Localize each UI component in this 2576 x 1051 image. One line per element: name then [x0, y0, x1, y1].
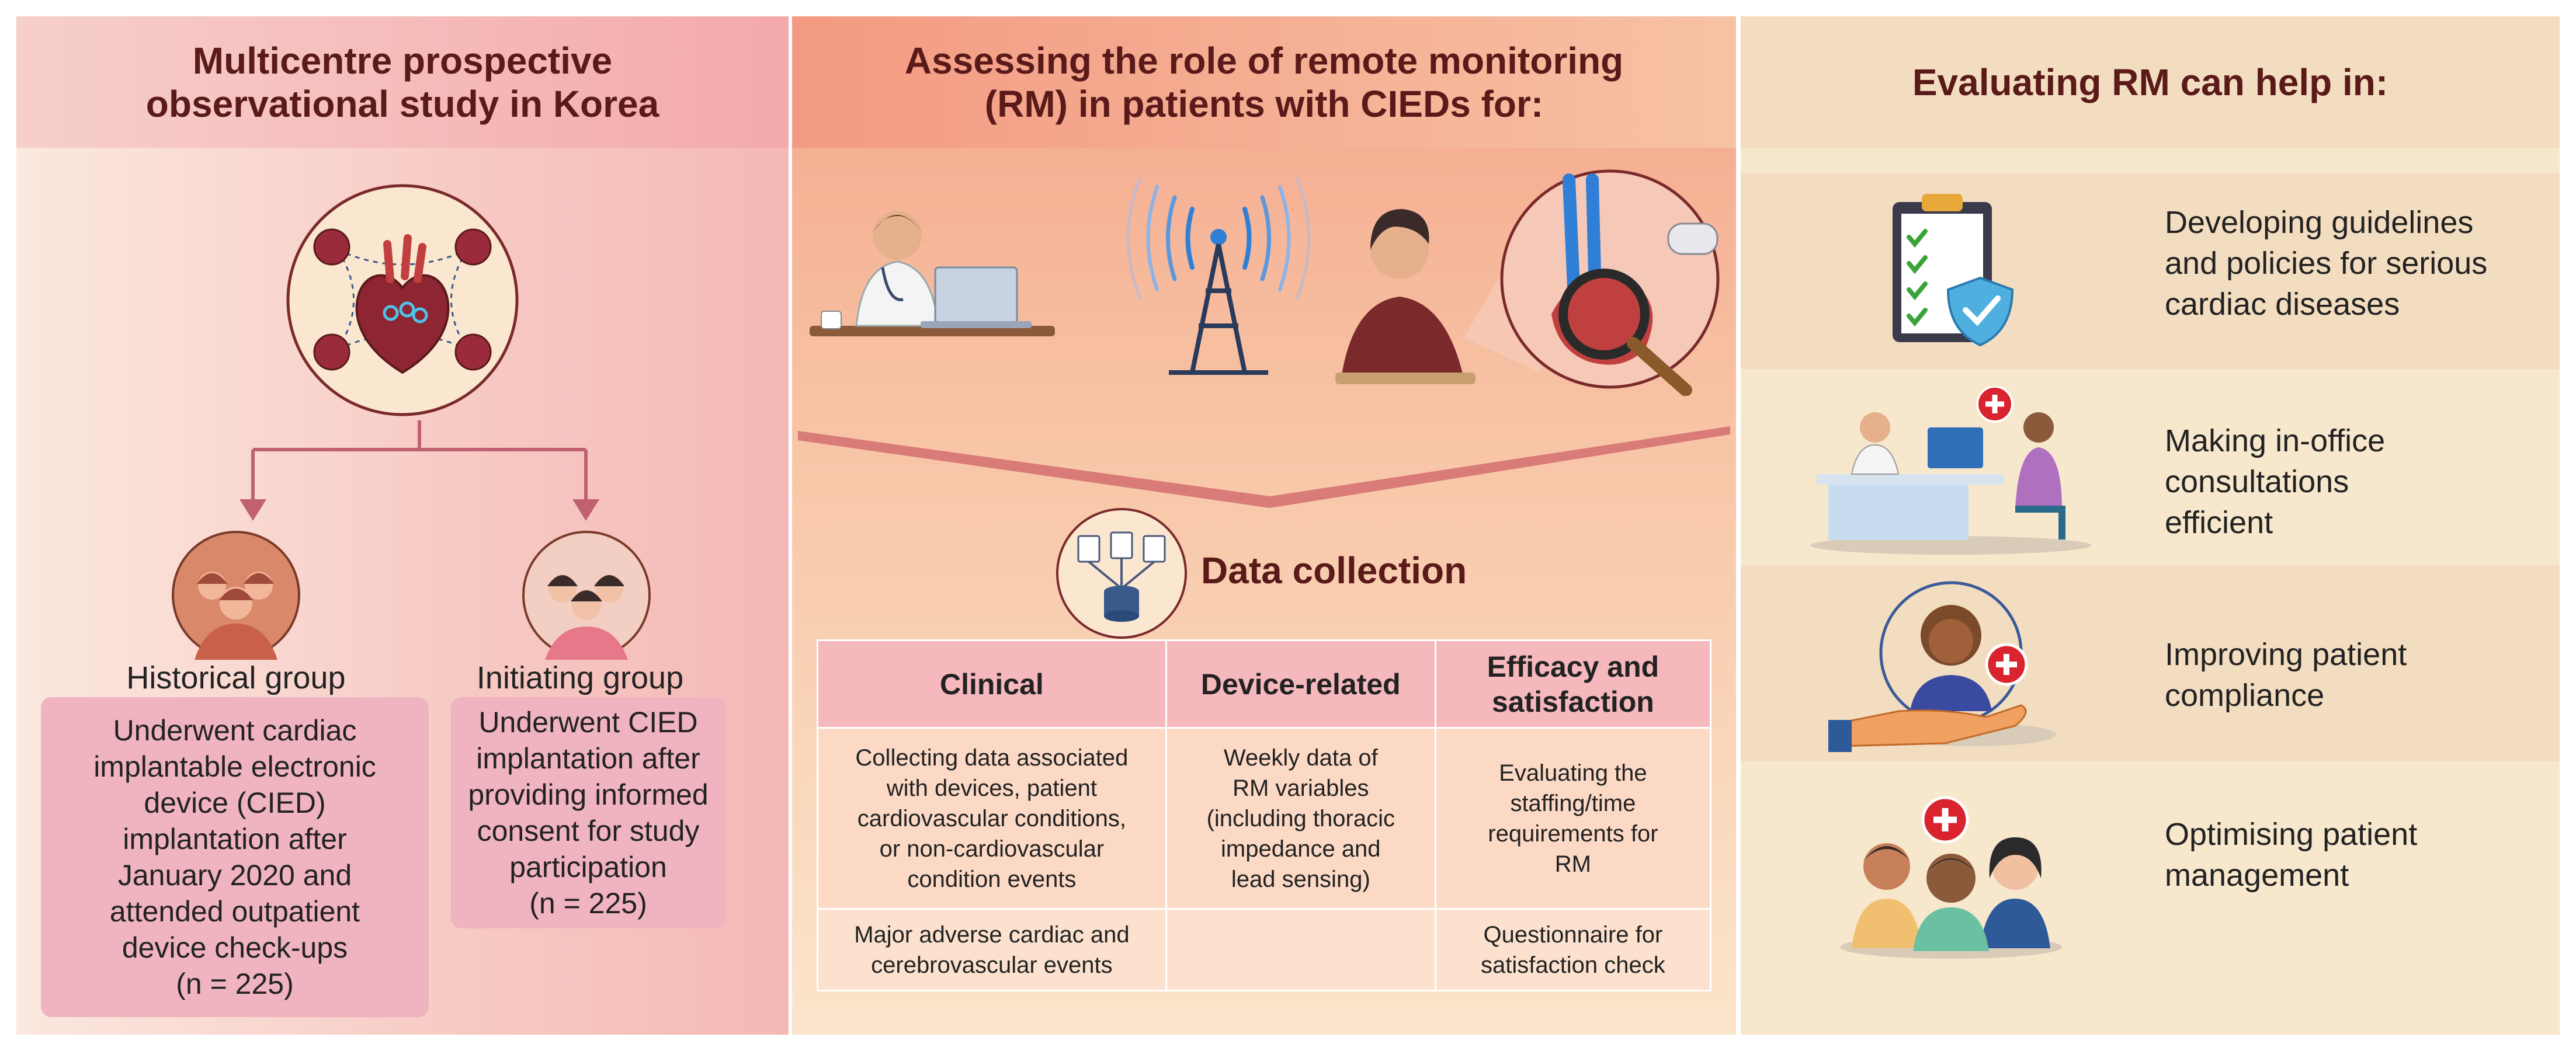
rm-benefits-header: Evaluating RM can help in: — [1741, 16, 2560, 148]
rm-benefits-title: Evaluating RM can help in: — [1912, 61, 2388, 103]
chevron-divider — [798, 426, 1730, 508]
group-branch-arrows — [239, 420, 599, 521]
data-collection-table: Clinical Device-related Efficacy and sat… — [817, 639, 1712, 991]
table-cell: Questionnaire for satisfaction check — [1434, 908, 1712, 991]
rm-benefits-panel: Evaluating RM can help in: Developing gu… — [1741, 16, 2560, 1035]
signal-tower-icon — [1127, 177, 1310, 375]
table-cell: Major adverse cardiac and cerebrovascula… — [817, 908, 1167, 991]
remote-monitoring-header: Assessing the role of remote monitoring … — [792, 16, 1736, 148]
initiating-group-description: Underwent CIED implantation after provid… — [451, 697, 725, 928]
table-cell: Evaluating the staffing/time requirement… — [1434, 727, 1712, 910]
patient-hand-care-icon — [1828, 581, 2056, 752]
remote-monitoring-panel: Assessing the role of remote monitoring … — [792, 16, 1736, 1035]
database-icon — [1056, 508, 1187, 639]
patient-implant-icon — [1335, 169, 1720, 396]
historical-group-description: Underwent cardiac implantable electronic… — [41, 697, 429, 1017]
benefit-text: Improving patient compliance — [2165, 637, 2407, 713]
study-design-title: Multicentre prospective observational st… — [145, 39, 659, 125]
table-cell — [1165, 908, 1436, 991]
initiating-group-label: Initiating group — [476, 660, 684, 695]
data-collection-label: Data collection — [1201, 549, 1467, 591]
historical-group-icon — [172, 531, 300, 660]
doctor-patient-consultation-icon — [1811, 387, 2091, 555]
benefit-item-consultations: Making in-office consultations efficient — [1741, 369, 2560, 565]
historical-group-label: Historical group — [126, 660, 346, 695]
table-header-clinical: Clinical — [817, 639, 1167, 729]
table-cell: Weekly data of RM variables (including t… — [1165, 727, 1436, 910]
benefit-text: Developing guidelines and policies for s… — [2165, 205, 2488, 322]
benefit-item-compliance: Improving patient compliance — [1741, 565, 2560, 761]
table-row: Major adverse cardiac and cerebrovascula… — [817, 908, 1712, 991]
benefit-text: Optimising patient management — [2165, 817, 2418, 893]
table-cell: Collecting data associated with devices,… — [817, 727, 1167, 910]
initiating-group-icon — [522, 531, 651, 660]
multicentre-heart-icon — [286, 184, 519, 416]
doctor-laptop-icon — [810, 211, 1055, 336]
benefit-item-guidelines: Developing guidelines and policies for s… — [1741, 173, 2560, 369]
table-header-device-related: Device-related — [1165, 639, 1436, 729]
benefit-text: Making in-office consultations efficient — [2165, 423, 2386, 540]
patient-group-icon — [1840, 796, 2062, 959]
clipboard-checklist-shield-icon — [1893, 194, 2014, 347]
study-design-header: Multicentre prospective observational st… — [16, 16, 789, 148]
remote-monitoring-title: Assessing the role of remote monitoring … — [904, 39, 1624, 125]
table-header-efficacy: Efficacy and satisfaction — [1434, 639, 1712, 729]
table-row: Collecting data associated with devices,… — [817, 727, 1712, 910]
benefit-item-management: Optimising patient management — [1741, 761, 2560, 1035]
study-design-panel: Multicentre prospective observational st… — [16, 16, 789, 1035]
